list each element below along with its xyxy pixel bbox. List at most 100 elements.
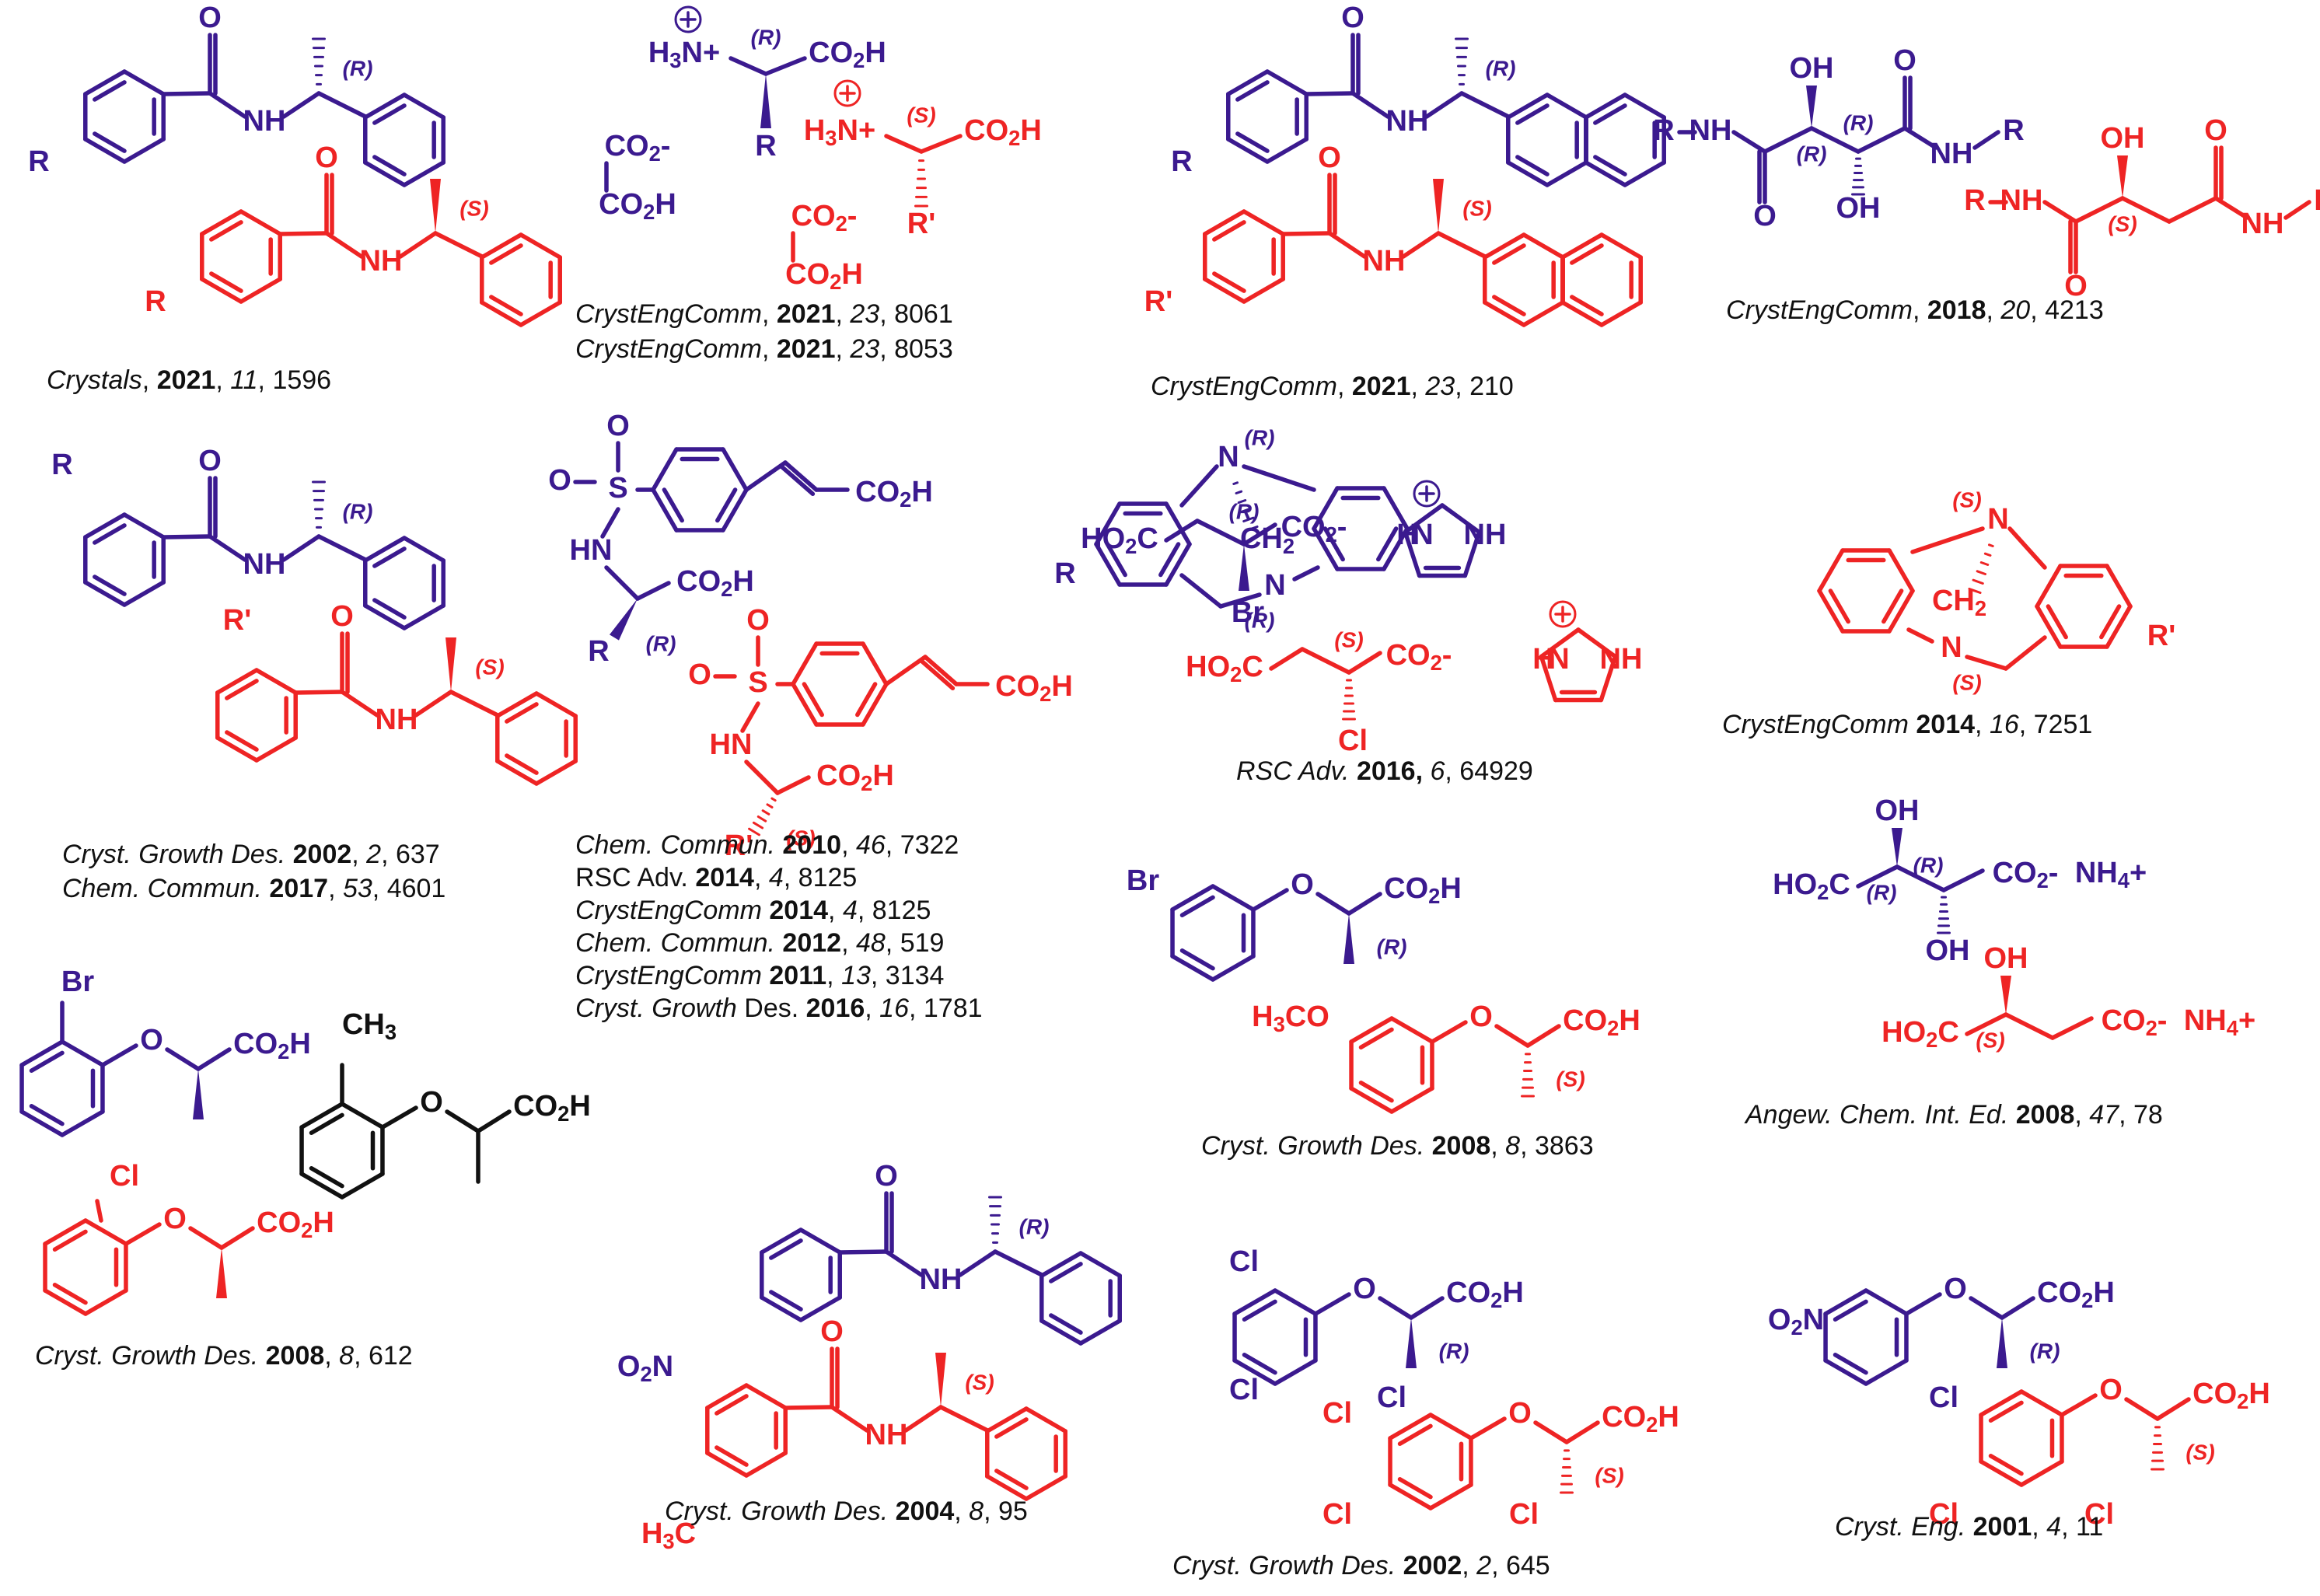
bond [855,682,878,718]
bond [1525,1024,1561,1048]
bond [489,295,523,316]
atom-label: Cl [1929,1381,1958,1414]
bond [363,93,407,120]
bond [1483,300,1526,327]
atom-label: HO2C [1186,651,1263,686]
atom-label: NH [2241,208,2284,240]
bond [744,760,780,795]
bond [2035,564,2063,609]
atom-label: Cl [1377,1381,1406,1414]
atom-label: NH [865,1419,908,1451]
stereo-label: (S) [1556,1067,1585,1091]
bond [1203,209,1246,236]
bond [316,534,368,562]
bond [1979,1459,2024,1487]
bond [1388,1413,1433,1441]
bond [2042,200,2078,224]
stereo-label: (S) [1595,1463,1623,1487]
stereo-label: (S) [1976,1028,2004,1052]
bond [1462,529,1482,578]
bond [2019,1389,2064,1417]
stereo-label: (S) [459,196,488,220]
atom-label: Br [1232,596,1264,629]
bond [215,735,259,763]
bond [476,1109,512,1133]
bond [1218,592,1262,609]
bond [791,641,819,686]
bond [1203,277,1246,304]
bond [1024,1474,1067,1501]
bond [752,821,764,829]
bond [1235,490,1243,495]
citation-c9: Cryst. Growth Des. 2008, 8, 612 [35,1341,413,1371]
atom-label: OH [1836,192,1881,225]
atom-label: OH [1984,942,2028,975]
atom-label: S [608,472,627,505]
bond [1459,91,1511,119]
bond [1522,232,1565,260]
citation-c12: Angew. Chem. Int. Ed. 2008, 47, 78 [1744,1100,2163,1130]
bond [1965,655,2008,671]
bond [705,1383,749,1410]
bond [402,93,445,120]
bond [52,1283,88,1305]
bond [1242,522,1277,547]
atom-label: NH [1464,519,1507,551]
atom-label: O [875,1160,898,1193]
bond [1251,888,1289,912]
bond [1376,526,1399,562]
bond [715,487,738,523]
bond [19,1109,65,1137]
bond [165,1047,201,1071]
bond [372,547,407,568]
stereo-label: (R) [1245,608,1275,632]
atom-label: O [606,410,630,442]
bond [1239,508,1251,514]
atom-label: CH2 [1240,522,1295,558]
bond [324,231,364,259]
citation-c6d: Chem. Commun. 2012, 48, 519 [575,928,944,958]
atom-label: Cl [2084,1498,2114,1531]
stereo-label: (R) [343,499,373,523]
stereo-label: (S) [907,103,935,127]
bond [83,1288,128,1316]
atom-label: N [1218,441,1239,473]
bond [299,1172,344,1200]
bond [1179,464,1219,508]
bond [766,803,774,808]
bond [122,512,166,540]
atom-label: CO2- [2102,1004,2168,1040]
bond [1424,91,1464,119]
bond [95,1199,103,1223]
bond [433,231,484,259]
bond [1212,271,1246,293]
atom-label: R' [725,829,753,862]
atom-label: OH [2101,122,2145,155]
bond [299,1102,344,1130]
bond [495,691,539,718]
atom-label: CO2- [791,200,858,236]
bond [993,1249,1044,1277]
bond [1428,1482,1473,1510]
bond [1039,1318,1083,1346]
atom-label: R' [907,208,935,240]
atom-label: HO2C [1081,522,1158,558]
bond [100,1043,138,1067]
citation-c6e: CrystEngComm 2011, 13, 3134 [575,961,944,990]
bond [1599,232,1643,260]
atom-label: O [1353,1273,1376,1305]
stereo-label: (R) [1439,1339,1469,1363]
bond [1382,486,1410,531]
bond [2060,1393,2098,1417]
bond [770,797,777,802]
bond [1895,864,1946,892]
bond [398,231,438,259]
bond [445,1109,480,1133]
charge-circle [833,79,861,107]
atom-label: CO2H [995,670,1073,706]
bond [791,682,819,727]
atom-label: CO2H [2192,1378,2270,1413]
stereo-label: (R) [2030,1339,2060,1363]
bond [188,1226,224,1250]
